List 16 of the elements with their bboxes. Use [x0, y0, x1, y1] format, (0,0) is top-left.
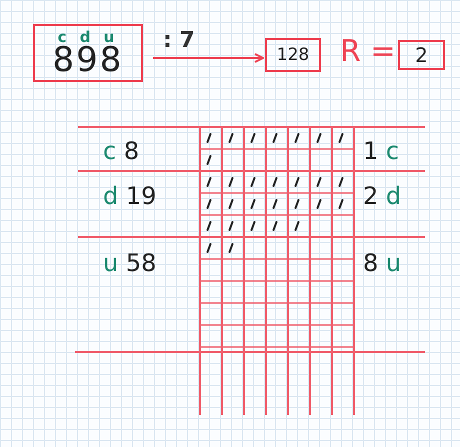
place-value-label: u 58 [103, 249, 156, 277]
place-value-label: 8 u [363, 249, 402, 277]
place-value-label: 2 d [363, 182, 402, 210]
dividend-box [33, 24, 143, 82]
divisor-label: : 7 [163, 28, 195, 53]
remainder-box [398, 40, 445, 70]
quotient-number: 128 [276, 46, 310, 64]
remainder-number: 2 [415, 45, 428, 65]
place-value-letters: c d u [58, 30, 118, 44]
place-value-label: c 8 [103, 137, 140, 165]
place-value-label: d 19 [103, 182, 156, 210]
quotient-box [265, 38, 321, 72]
arrow [153, 53, 264, 63]
dividend-number: 898 [52, 42, 124, 76]
place-value-label: 1 c [363, 137, 400, 165]
remainder-caption: R = [340, 34, 396, 69]
